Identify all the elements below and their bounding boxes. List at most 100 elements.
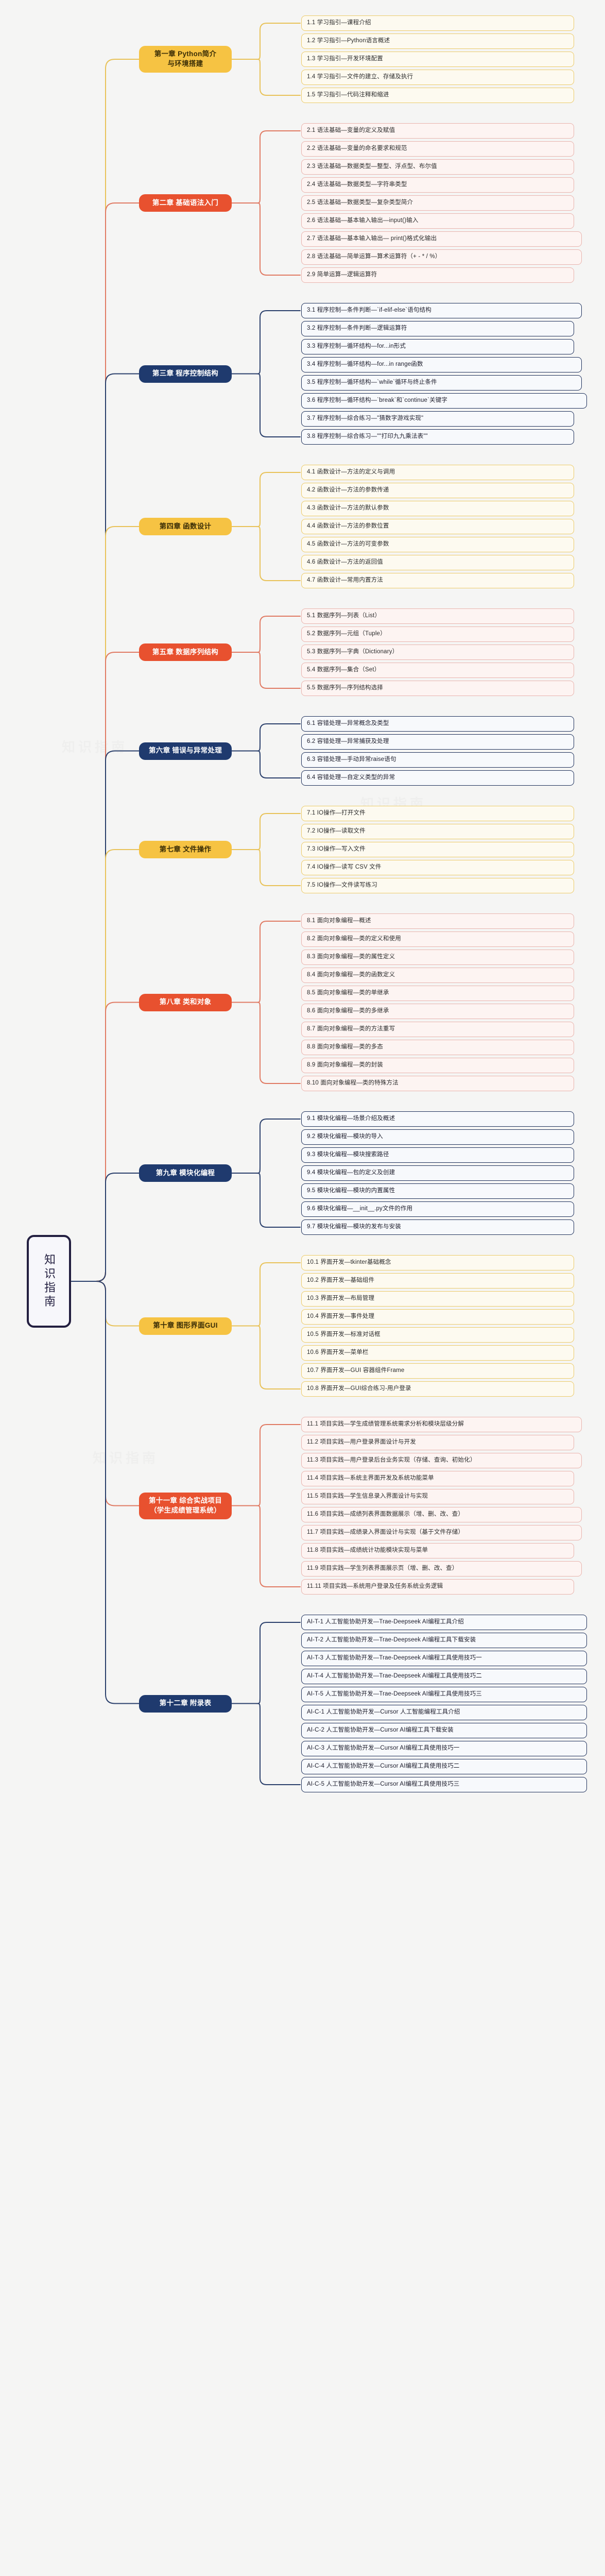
leaf-item[interactable]: 8.4 面向对象编程—类的函数定义: [301, 968, 574, 983]
chapter-node-ch8[interactable]: 第八章 类和对象: [139, 993, 232, 1011]
leaf-item[interactable]: 4.1 函数设计—方法的定义与调用: [301, 465, 574, 480]
leaf-item[interactable]: 1.2 学习指引—Python语言概述: [301, 33, 574, 49]
leaf-item[interactable]: 3.7 程序控制—综合练习—"猜数字游戏实现": [301, 411, 574, 427]
chapter-node-ch9[interactable]: 第九章 模块化编程: [139, 1164, 232, 1182]
leaf-item[interactable]: 9.2 模块化编程—模块的导入: [301, 1129, 574, 1145]
leaf-item[interactable]: 5.2 数据序列—元组（Tuple）: [301, 626, 574, 642]
leaf-item[interactable]: 3.5 程序控制—循环结构—`while`循环与终止条件: [301, 375, 582, 391]
leaf-item[interactable]: 4.6 函数设计—方法的返回值: [301, 555, 574, 570]
leaf-item[interactable]: 10.3 界面开发—布局管理: [301, 1291, 574, 1307]
leaf-item[interactable]: AI-C-3 人工智能协助开发—Cursor AI编程工具使用技巧一: [301, 1741, 587, 1756]
leaf-item[interactable]: 5.3 数据序列—字典（Dictionary）: [301, 645, 574, 660]
leaf-item[interactable]: 2.8 语法基础—简单运算—算术运算符（+ - * / %）: [301, 249, 582, 265]
leaf-item[interactable]: 7.3 IO操作—写入文件: [301, 842, 574, 857]
leaf-item[interactable]: 11.4 项目实践—系统主界面开发及系统功能菜单: [301, 1471, 574, 1486]
leaf-item[interactable]: 1.3 学习指引—开发环境配置: [301, 52, 574, 67]
chapter-node-ch5[interactable]: 第五章 数据序列结构: [139, 643, 232, 661]
leaf-item[interactable]: 9.6 模块化编程—__init__.py文件的作用: [301, 1201, 574, 1217]
leaf-item[interactable]: 6.4 容错处理—自定义类型的异常: [301, 770, 574, 786]
leaf-item[interactable]: 8.1 面向对象编程—概述: [301, 913, 574, 929]
leaf-item[interactable]: 7.1 IO操作—打开文件: [301, 806, 574, 821]
leaf-item[interactable]: 4.4 函数设计—方法的参数位置: [301, 519, 574, 534]
leaf-item[interactable]: 2.7 语法基础—基本输入输出— print()格式化输出: [301, 231, 582, 247]
leaf-item[interactable]: 9.5 模块化编程—模块的内置属性: [301, 1183, 574, 1199]
leaf-item[interactable]: 8.10 面向对象编程—类的特殊方法: [301, 1076, 574, 1091]
chapter-node-ch6[interactable]: 第六章 错误与异常处理: [139, 742, 232, 760]
leaf-item[interactable]: 6.2 容错处理—异常捕获及处理: [301, 734, 574, 750]
leaf-item[interactable]: 7.5 IO操作—文件读写练习: [301, 878, 574, 893]
leaf-item[interactable]: AI-C-5 人工智能协助开发—Cursor AI编程工具使用技巧三: [301, 1777, 587, 1792]
leaf-item[interactable]: AI-T-5 人工智能协助开发—Trae-Deepseek AI编程工具使用技巧…: [301, 1687, 587, 1702]
leaf-item[interactable]: 5.1 数据序列—列表（List）: [301, 608, 574, 624]
leaf-item[interactable]: AI-C-2 人工智能协助开发—Cursor AI编程工具下载安装: [301, 1723, 587, 1738]
leaf-item[interactable]: 10.1 界面开发—tkinter基础概念: [301, 1255, 574, 1270]
leaf-item[interactable]: 1.1 学习指引—课程介绍: [301, 15, 574, 31]
leaf-item[interactable]: 8.7 面向对象编程—类的方法重写: [301, 1022, 574, 1037]
leaf-item[interactable]: 4.7 函数设计—常用内置方法: [301, 573, 574, 588]
leaf-item[interactable]: 10.5 界面开发—标准对话框: [301, 1327, 574, 1343]
leaf-item[interactable]: AI-T-4 人工智能协助开发—Trae-Deepseek AI编程工具使用技巧…: [301, 1669, 587, 1684]
leaf-item[interactable]: 4.3 函数设计—方法的默认参数: [301, 501, 574, 516]
leaf-item[interactable]: 11.5 项目实践—学生信息录入界面设计与实现: [301, 1489, 574, 1504]
leaf-item[interactable]: 9.4 模块化编程—包的定义及创建: [301, 1165, 574, 1181]
leaf-item[interactable]: 11.9 项目实践—学生列表界面展示页（增、删、改、查）: [301, 1561, 582, 1577]
leaf-item[interactable]: 8.5 面向对象编程—类的单继承: [301, 986, 574, 1001]
leaf-item[interactable]: 5.4 数据序列—集合（Set）: [301, 663, 574, 678]
leaf-item[interactable]: 3.1 程序控制—条件判断—`if-elif-else`语句结构: [301, 303, 582, 318]
leaf-item[interactable]: 3.8 程序控制—综合练习—""打印九九乘法表"": [301, 429, 574, 445]
leaf-item[interactable]: AI-T-2 人工智能协助开发—Trae-Deepseek AI编程工具下载安装: [301, 1633, 587, 1648]
leaf-item[interactable]: 11.1 项目实践—学生成绩管理系统需求分析和模块层级分解: [301, 1417, 582, 1432]
leaf-item[interactable]: AI-T-1 人工智能协助开发—Trae-Deepseek AI编程工具介绍: [301, 1615, 587, 1630]
leaf-item[interactable]: 9.7 模块化编程—模块的发布与安装: [301, 1219, 574, 1235]
leaf-item[interactable]: 11.8 项目实践—成绩统计功能模块实现与菜单: [301, 1543, 574, 1558]
leaf-item[interactable]: 8.2 面向对象编程—类的定义和使用: [301, 931, 574, 947]
leaf-item[interactable]: 2.2 语法基础—变量的命名要求和规范: [301, 141, 574, 157]
chapter-node-ch11[interactable]: 第十一章 综合实战项目 （学生成绩管理系统）: [139, 1492, 232, 1519]
leaf-item[interactable]: 2.3 语法基础—数据类型—整型、浮点型、布尔值: [301, 159, 574, 175]
leaf-item[interactable]: 11.6 项目实践—成绩列表界面数据展示（增、删、改、查）: [301, 1507, 582, 1522]
chapter-node-ch3[interactable]: 第三章 程序控制结构: [139, 365, 232, 383]
leaf-item[interactable]: 5.5 数据序列—序列结构选择: [301, 681, 574, 696]
leaf-item[interactable]: 2.4 语法基础—数据类型—字符串类型: [301, 177, 574, 193]
leaf-item[interactable]: 10.7 界面开发—GUI 容器组件Frame: [301, 1363, 574, 1379]
leaf-item[interactable]: 2.1 语法基础—变量的定义及赋值: [301, 123, 574, 139]
leaf-item[interactable]: 4.5 函数设计—方法的可变参数: [301, 537, 574, 552]
leaf-item[interactable]: 1.5 学习指引—代码注释和缩进: [301, 88, 574, 103]
chapter-node-ch10[interactable]: 第十章 图形界面GUI: [139, 1317, 232, 1335]
leaf-item[interactable]: 8.6 面向对象编程—类的多继承: [301, 1004, 574, 1019]
leaf-item[interactable]: 10.6 界面开发—菜单栏: [301, 1345, 574, 1361]
chapter-node-ch7[interactable]: 第七章 文件操作: [139, 841, 232, 858]
leaf-item[interactable]: 10.8 界面开发—GUI综合练习-用户登录: [301, 1381, 574, 1397]
leaf-item[interactable]: AI-C-1 人工智能协助开发—Cursor 人工智能编程工具介绍: [301, 1705, 587, 1720]
leaf-item[interactable]: 10.4 界面开发—事件处理: [301, 1309, 574, 1325]
leaf-item[interactable]: 3.3 程序控制—循环结构—for...in形式: [301, 339, 574, 354]
leaf-item[interactable]: 3.6 程序控制—循环结构—`break`和`continue`关键字: [301, 393, 587, 409]
leaf-item[interactable]: 3.4 程序控制—循环结构—for...in range函数: [301, 357, 582, 372]
chapter-node-ch2[interactable]: 第二章 基础语法入门: [139, 194, 232, 212]
leaf-item[interactable]: 2.6 语法基础—基本输入输出—input()输入: [301, 213, 574, 229]
leaf-item[interactable]: 10.2 界面开发—基础组件: [301, 1273, 574, 1289]
leaf-item[interactable]: 6.1 容错处理—异常概念及类型: [301, 716, 574, 732]
leaf-item[interactable]: 8.8 面向对象编程—类的多态: [301, 1040, 574, 1055]
leaf-item[interactable]: 11.7 项目实践—成绩录入界面设计与实现（基于文件存储）: [301, 1525, 582, 1540]
leaf-item[interactable]: AI-T-3 人工智能协助开发—Trae-Deepseek AI编程工具使用技巧…: [301, 1651, 587, 1666]
root-node[interactable]: 知识指南: [27, 1235, 71, 1328]
leaf-item[interactable]: 3.2 程序控制—条件判断—逻辑运算符: [301, 321, 574, 336]
leaf-item[interactable]: 7.2 IO操作—读取文件: [301, 824, 574, 839]
leaf-item[interactable]: 11.11 项目实践—系统用户登录及任务系统业务逻辑: [301, 1579, 574, 1595]
leaf-item[interactable]: 9.3 模块化编程—模块搜索路径: [301, 1147, 574, 1163]
leaf-item[interactable]: 7.4 IO操作—读写 CSV 文件: [301, 860, 574, 875]
leaf-item[interactable]: 8.9 面向对象编程—类的封装: [301, 1058, 574, 1073]
leaf-item[interactable]: 1.4 学习指引—文件的建立、存储及执行: [301, 70, 574, 85]
leaf-item[interactable]: 11.3 项目实践—用户登录后台业务实现（存储、查询、初始化）: [301, 1453, 582, 1468]
leaf-item[interactable]: 9.1 模块化编程—场景介绍及概述: [301, 1111, 574, 1127]
leaf-item[interactable]: 6.3 容错处理—手动异常raise语句: [301, 752, 574, 768]
leaf-item[interactable]: 11.2 项目实践—用户登录界面设计与开发: [301, 1435, 574, 1450]
leaf-item[interactable]: 8.3 面向对象编程—类的属性定义: [301, 950, 574, 965]
chapter-node-ch1[interactable]: 第一章 Python简介 与环境搭建: [139, 46, 232, 73]
leaf-item[interactable]: 2.9 简单运算—逻辑运算符: [301, 267, 574, 283]
leaf-item[interactable]: AI-C-4 人工智能协助开发—Cursor AI编程工具使用技巧二: [301, 1759, 587, 1774]
leaf-item[interactable]: 4.2 函数设计—方法的参数传递: [301, 483, 574, 498]
chapter-node-ch4[interactable]: 第四章 函数设计: [139, 518, 232, 535]
leaf-item[interactable]: 2.5 语法基础—数据类型—复杂类型简介: [301, 195, 574, 211]
